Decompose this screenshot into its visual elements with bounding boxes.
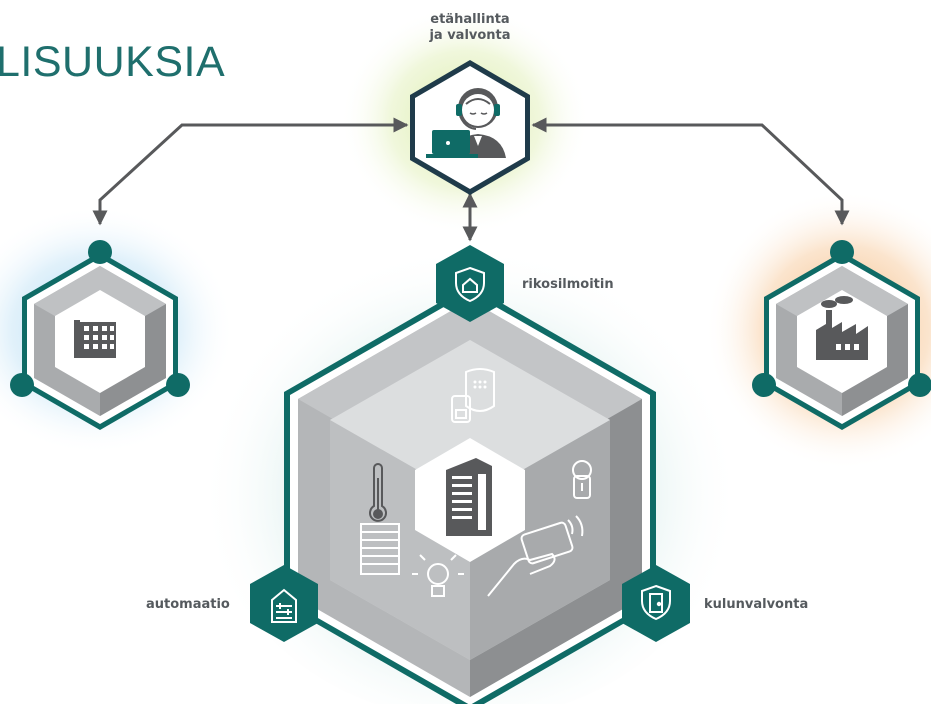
page-title: LISUUKSIA <box>0 38 226 86</box>
remote-monitoring-node <box>410 60 530 195</box>
factory-site-node <box>752 240 931 430</box>
shield-home-icon <box>455 266 485 303</box>
office-site-node <box>10 240 190 430</box>
lightbulb-icon <box>412 554 464 597</box>
access-control-label: kulunvalvonta <box>704 597 809 612</box>
automation-label: automaatio <box>146 597 230 612</box>
house-settings-icon <box>271 588 297 623</box>
apartment-building-icon <box>446 458 492 536</box>
thermometer-icon <box>369 463 387 522</box>
operator-headset-icon <box>426 88 506 158</box>
remote-label-line2: ja valvonta <box>429 28 511 43</box>
window-blinds-icon <box>360 523 400 575</box>
remote-monitoring-label: etähallinta ja valvonta <box>410 12 530 44</box>
main-system-node <box>284 285 656 704</box>
arrow-to-factory <box>531 117 850 226</box>
access-card-icon <box>487 515 584 597</box>
remote-label-line1: etähallinta <box>430 12 510 27</box>
factory-icon <box>816 296 868 360</box>
automation-badge <box>250 565 318 642</box>
arrow-to-office <box>92 117 409 226</box>
intrusion-alarm-badge <box>436 245 504 322</box>
access-control-badge <box>622 565 690 642</box>
shield-door-icon <box>641 584 671 621</box>
alarm-keypad-icon <box>451 368 495 423</box>
office-building-icon <box>74 320 116 358</box>
lock-cylinder-icon <box>572 460 592 499</box>
connector-arrows <box>92 117 850 242</box>
intrusion-alarm-label: rikosilmoitin <box>522 277 614 292</box>
